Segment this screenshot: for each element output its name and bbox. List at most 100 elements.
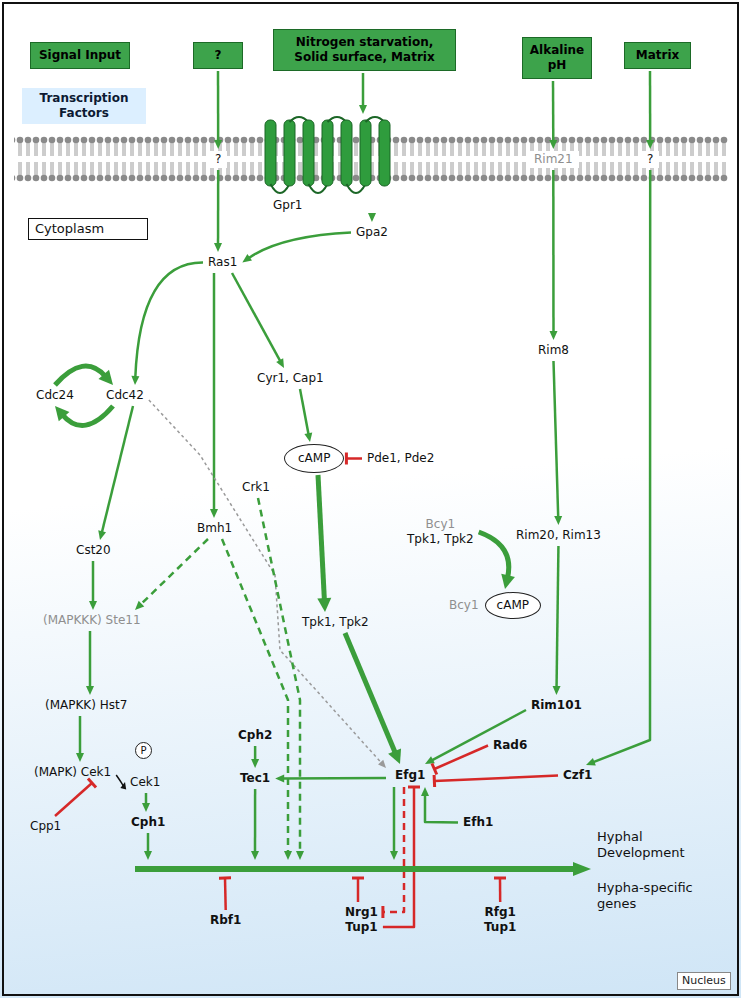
connector xyxy=(383,787,404,918)
connector-line xyxy=(431,710,526,761)
node-label: ? xyxy=(197,48,239,63)
node-label: cAMP xyxy=(485,592,541,619)
connector-line xyxy=(552,81,555,142)
node-label: Bcy1 xyxy=(449,598,479,613)
arrowhead xyxy=(86,686,94,695)
node-label: Rbf1 xyxy=(210,913,241,928)
inhibition-bar xyxy=(219,876,231,879)
factor-node: Tec1 xyxy=(237,770,273,787)
factor-node: Rbf1 xyxy=(207,912,244,929)
arrowhead xyxy=(378,760,386,768)
connector xyxy=(549,81,557,149)
connector-line xyxy=(362,73,365,107)
connector xyxy=(142,793,150,812)
protein-node: Cdc42 xyxy=(103,387,147,404)
node-label: Cph2 xyxy=(238,728,272,743)
connector xyxy=(55,366,113,385)
connector xyxy=(494,878,506,902)
node-label: Rim8 xyxy=(538,343,569,358)
arrowhead xyxy=(425,756,435,764)
hyphal-output-arrow: Hyphal DevelopmentHypha-specific genes xyxy=(135,862,705,876)
connector xyxy=(383,787,420,927)
inhibition-bar xyxy=(494,876,506,879)
connector xyxy=(232,273,284,368)
connector xyxy=(434,775,558,787)
arrowhead xyxy=(210,509,218,518)
connector-line xyxy=(55,366,106,385)
connector xyxy=(346,453,362,465)
arrowhead xyxy=(390,851,398,860)
node-label: Nrg1 Tup1 xyxy=(345,905,378,935)
hyphal-arrow-shape xyxy=(135,862,705,876)
connector xyxy=(345,633,401,764)
connector xyxy=(258,498,304,860)
connector xyxy=(586,170,650,765)
node-label: Tec1 xyxy=(240,771,270,786)
arrowhead xyxy=(586,758,596,765)
arrowhead xyxy=(142,803,150,812)
membrane-receptor: ? xyxy=(641,151,659,168)
node-label: Alkaline pH xyxy=(530,43,584,73)
connector-line xyxy=(89,631,92,688)
protein-node: Cdc24 xyxy=(33,387,77,404)
membrane-receptor: Rim21 xyxy=(528,151,579,168)
connector-line xyxy=(434,776,558,782)
arrowhead xyxy=(99,370,113,385)
connector xyxy=(135,539,208,610)
connector xyxy=(222,539,292,860)
connector-line xyxy=(557,546,559,688)
connector xyxy=(390,787,398,860)
inhibition-bar xyxy=(345,453,348,465)
node-label: P xyxy=(136,743,151,758)
gpcr-receptor: Gpr1 xyxy=(255,116,405,213)
protein-node: (MAPKKK) Ste11 xyxy=(40,612,144,629)
inhibition-bar xyxy=(352,877,364,880)
protein-node: Rim8 xyxy=(535,342,572,359)
connector-line xyxy=(224,878,227,910)
connector-line xyxy=(217,71,220,142)
protein-node: Cpp1 xyxy=(27,818,64,835)
arrowhead xyxy=(553,686,561,695)
node-label: Cytoplasm xyxy=(35,221,141,237)
connector-line xyxy=(345,633,396,754)
arrowhead xyxy=(214,140,222,149)
connector-line xyxy=(102,406,133,533)
node-label: Cst20 xyxy=(76,543,111,558)
signal-box: Signal Input xyxy=(30,42,130,69)
connector-line xyxy=(318,475,324,601)
node-label: Rfg1 Tup1 xyxy=(484,905,516,935)
arrowhead xyxy=(55,406,69,421)
connector-line xyxy=(79,716,82,755)
connector xyxy=(359,73,367,114)
node-label: Cdc42 xyxy=(106,388,144,403)
connector-line xyxy=(554,361,559,518)
arrowhead xyxy=(388,748,401,764)
protein-node: (MAPKK) Hst7 xyxy=(42,697,130,714)
connector xyxy=(275,774,386,782)
connector-line xyxy=(479,532,509,578)
arrowhead xyxy=(359,105,367,114)
compartment-label: Cytoplasm xyxy=(28,218,148,240)
arrowhead xyxy=(549,331,557,340)
connector-line xyxy=(282,777,386,780)
connector-line xyxy=(222,539,288,853)
signal-box: Matrix xyxy=(624,42,691,69)
node-label: Czf1 xyxy=(563,768,592,783)
connector xyxy=(76,716,84,762)
protein-node: Cyr1, Cap1 xyxy=(254,370,327,387)
inhibition-bar xyxy=(432,764,437,775)
node-label: Cyr1, Cap1 xyxy=(257,371,324,386)
arrowhead xyxy=(554,516,562,525)
connector xyxy=(219,878,231,910)
connector-line xyxy=(425,794,458,822)
connector-line xyxy=(248,233,351,259)
node-label: Hyphal Development xyxy=(597,829,709,860)
connector-line xyxy=(213,273,216,511)
connector xyxy=(549,170,557,340)
connector xyxy=(149,400,386,768)
connector-line xyxy=(232,273,281,362)
connector-line xyxy=(346,457,362,460)
connector-line xyxy=(649,71,652,142)
signal-box: Nitrogen starvation, Solid surface, Matr… xyxy=(273,29,456,71)
